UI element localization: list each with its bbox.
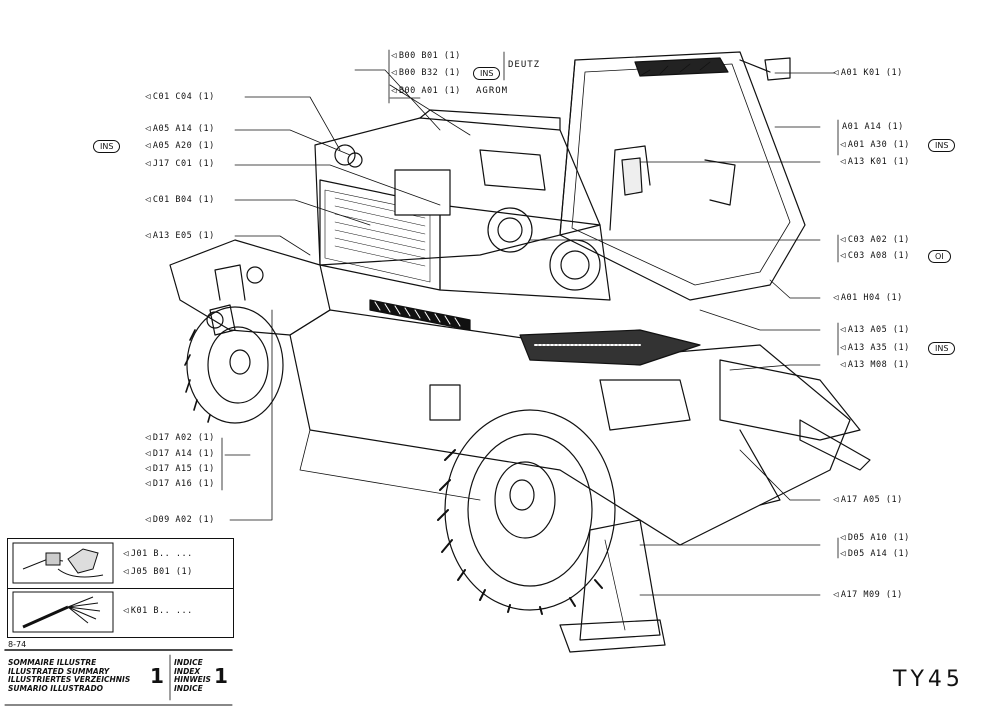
right-wheel-drawing	[437, 409, 616, 615]
ref-j17-c01: ◁J17 C01 (1)	[145, 159, 215, 169]
legend-j05: ◁J05 B01 (1)	[123, 567, 193, 577]
legend-text: K01 B.. ...	[130, 606, 193, 616]
ref-text: C03 A08 (1)	[847, 251, 910, 261]
oi-badge: OI	[928, 250, 951, 263]
cable-icon	[12, 591, 114, 633]
model-code: TY45	[893, 667, 964, 692]
ref-text: J17 C01 (1)	[152, 159, 215, 169]
ins-badge: INS	[928, 342, 956, 355]
ref-text: B00 A01 (1)	[398, 86, 461, 96]
ref-a13-e05: ◁A13 E05 (1)	[145, 231, 215, 241]
ref-d17-a15: ◁D17 A15 (1)	[145, 464, 215, 474]
legend-text: J01 B.. ...	[130, 549, 193, 559]
ref-c03-a08: ◁C03 A08 (1)	[840, 251, 910, 261]
ref-d09-a02: ◁D09 A02 (1)	[145, 515, 215, 525]
ref-b00-b01: ◁B00 B01 (1)	[391, 51, 461, 61]
ref-b00-b32: ◁B00 B32 (1)	[391, 68, 461, 78]
ref-text: D17 A14 (1)	[152, 449, 215, 459]
index-number: 1	[214, 664, 228, 688]
connector-icon	[12, 542, 114, 584]
legend-k01: ◁K01 B.. ...	[123, 606, 193, 616]
ref-d17-a02: ◁D17 A02 (1)	[145, 433, 215, 443]
ins-badge: INS	[93, 140, 121, 153]
ref-text: D17 A15 (1)	[152, 464, 215, 474]
ref-a13-a35: ◁A13 A35 (1)	[840, 343, 910, 353]
ref-a05-a14: ◁A05 A14 (1)	[145, 124, 215, 134]
ref-a01-a14: A01 A14 (1)	[840, 122, 904, 132]
ref-text: A13 E05 (1)	[152, 231, 215, 241]
ref-a05-a20: ◁A05 A20 (1)	[145, 141, 215, 151]
ref-c03-a02: ◁C03 A02 (1)	[840, 235, 910, 245]
ref-text: A01 A14 (1)	[842, 122, 904, 132]
ref-text: C01 C04 (1)	[152, 92, 215, 102]
chassis-drawing	[169, 239, 871, 546]
ref-text: D17 A02 (1)	[152, 433, 215, 443]
ref-a17-a05: ◁A17 A05 (1)	[833, 495, 903, 505]
leader-lines	[224, 69, 836, 596]
index-title: INDICE INDEX HINWEIS INDICE	[174, 658, 211, 693]
ref-a17-m09: ◁A17 M09 (1)	[833, 590, 903, 600]
ref-b00-a01: ◁B00 A01 (1)	[391, 86, 461, 96]
ref-a13-a05: ◁A13 A05 (1)	[840, 325, 910, 335]
ref-text: C03 A02 (1)	[847, 235, 910, 245]
ref-a01-h04: ◁A01 H04 (1)	[833, 293, 903, 303]
ref-text: D17 A16 (1)	[152, 479, 215, 489]
summary-number: 1	[150, 664, 164, 688]
ref-text: A01 A30 (1)	[847, 140, 910, 150]
ref-text: A13 K01 (1)	[847, 157, 910, 167]
ref-a01-k01: ◁A01 K01 (1)	[833, 68, 903, 78]
left-wheel-drawing	[184, 306, 284, 424]
ref-text: A13 M08 (1)	[847, 360, 910, 370]
date-label: 8-74	[8, 640, 27, 649]
ref-c01-c04: ◁C01 C04 (1)	[145, 92, 215, 102]
ref-d17-a16: ◁D17 A16 (1)	[145, 479, 215, 489]
ref-text: D05 A10 (1)	[847, 533, 910, 543]
stabilizer-drawing	[559, 519, 666, 653]
cab-drawing	[559, 51, 806, 301]
ref-d05-a10: ◁D05 A10 (1)	[840, 533, 910, 543]
ref-c01-b04: ◁C01 B04 (1)	[145, 195, 215, 205]
ref-a13-m08: ◁A13 M08 (1)	[840, 360, 910, 370]
summary-title: SOMMAIRE ILLUSTRE ILLUSTRATED SUMMARY IL…	[8, 658, 131, 693]
ref-text: A17 A05 (1)	[840, 495, 903, 505]
ref-text: A05 A14 (1)	[152, 124, 215, 134]
brand-deutz: DEUTZ	[508, 60, 541, 70]
legend-text: J05 B01 (1)	[130, 567, 193, 577]
ins-badge: INS	[928, 139, 956, 152]
ref-text: A05 A20 (1)	[152, 141, 215, 151]
ref-d05-a14: ◁D05 A14 (1)	[840, 549, 910, 559]
ref-text: A13 A35 (1)	[847, 343, 910, 353]
ref-text: A01 K01 (1)	[840, 68, 903, 78]
ref-text: C01 B04 (1)	[152, 195, 215, 205]
legend-box-k: ◁K01 B.. ...	[7, 588, 234, 638]
ref-text: A13 A05 (1)	[847, 325, 910, 335]
legend-j01: ◁J01 B.. ...	[123, 549, 193, 559]
ref-d17-a14: ◁D17 A14 (1)	[145, 449, 215, 459]
ref-text: A01 H04 (1)	[840, 293, 903, 303]
brand-agrom: AGROM	[476, 86, 509, 96]
ref-text: D05 A14 (1)	[847, 549, 910, 559]
ref-a01-a30: ◁A01 A30 (1)	[840, 140, 910, 150]
legend-box-j: ◁J01 B.. ... ◁J05 B01 (1)	[7, 538, 234, 590]
ref-text: B00 B01 (1)	[398, 51, 461, 61]
ref-text: B00 B32 (1)	[398, 68, 461, 78]
ref-a13-k01: ◁A13 K01 (1)	[840, 157, 910, 167]
ref-text: D09 A02 (1)	[152, 515, 215, 525]
ins-badge: INS	[473, 67, 501, 80]
engine-housing-drawing	[314, 109, 611, 331]
ref-text: A17 M09 (1)	[840, 590, 903, 600]
